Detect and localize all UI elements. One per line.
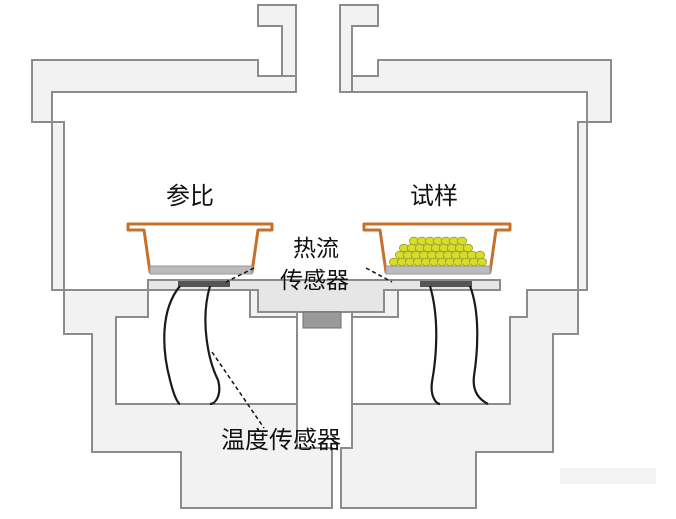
watermark-strip bbox=[560, 468, 656, 484]
sample-crucible bbox=[362, 222, 512, 275]
sample-granule bbox=[476, 257, 487, 267]
sample-sensor-pad bbox=[420, 281, 472, 287]
constantan-disk-center bbox=[302, 311, 342, 329]
furnace-inner-wall-left bbox=[51, 92, 65, 334]
wire-left-2 bbox=[204, 285, 221, 406]
reference-label: 参比 bbox=[166, 182, 214, 210]
temperature-sensor-label: 温度传感器 bbox=[221, 426, 341, 454]
furnace-inner-wall-right bbox=[577, 92, 588, 334]
reference-sensor-pad bbox=[178, 281, 230, 287]
heat-flow-leader-left bbox=[225, 267, 255, 283]
furnace-right-half bbox=[340, 59, 612, 509]
furnace-left-half bbox=[31, 59, 333, 509]
sensor-platform bbox=[147, 279, 501, 313]
heat-flow-leader-right bbox=[365, 267, 393, 283]
right-gas-pipe bbox=[339, 4, 379, 93]
sample-granule bbox=[462, 243, 473, 253]
sample-granule bbox=[456, 236, 467, 246]
wire-right-2 bbox=[468, 285, 489, 405]
sample-granules bbox=[388, 236, 487, 267]
reference-crucible bbox=[126, 222, 274, 275]
sample-label: 试样 bbox=[410, 182, 458, 210]
thermocouple-wires bbox=[163, 285, 489, 406]
sample-granule bbox=[474, 250, 485, 260]
temperature-sensor-leader bbox=[211, 351, 265, 429]
wire-left-1 bbox=[163, 285, 181, 406]
heat-flow-sensor-label-line1: 热流 bbox=[293, 236, 339, 262]
wire-right-1 bbox=[428, 285, 441, 406]
heat-flow-sensor-label-line2: 传感器 bbox=[280, 268, 349, 294]
